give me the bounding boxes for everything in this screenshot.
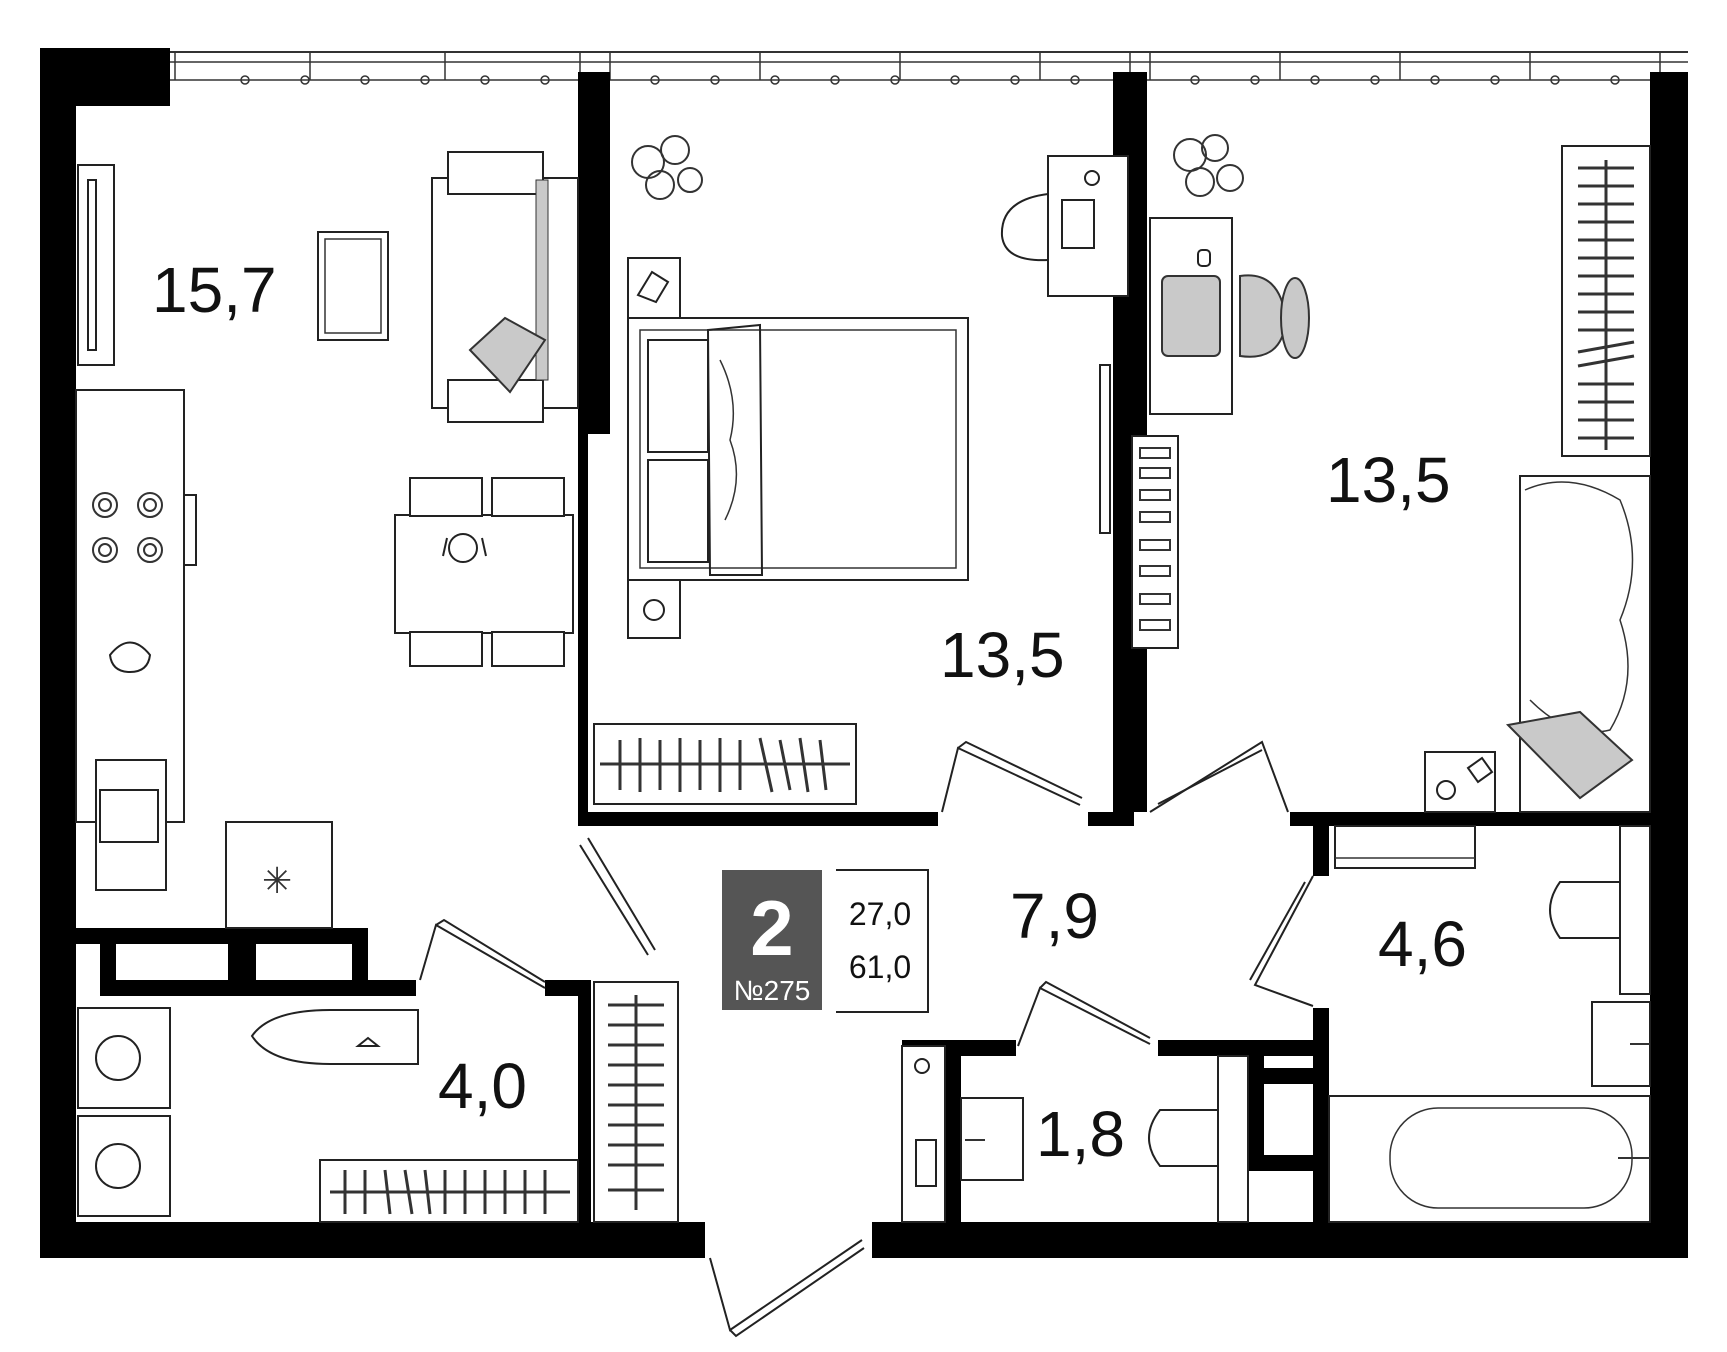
hob-icon	[92, 492, 163, 563]
apartment-badge: 2 №275 27,0 61,0	[722, 869, 929, 1013]
bedroom1-furniture	[593, 135, 1129, 805]
plant-icon	[1173, 134, 1244, 197]
apartment-number: №275	[734, 975, 811, 1006]
doors	[419, 740, 1314, 1338]
hallway-wardrobe	[593, 981, 679, 1223]
kitchen-living-furniture: ✳	[75, 151, 579, 929]
living-area: 27,0	[849, 896, 911, 932]
area-hallway: 7,9	[1010, 880, 1099, 952]
area-bedroom-2: 13,5	[1326, 444, 1451, 516]
total-area: 61,0	[849, 949, 911, 985]
laundry-furniture	[77, 1007, 579, 1223]
area-kitchen-living: 15,7	[152, 254, 277, 326]
area-bedroom-1: 13,5	[940, 619, 1065, 691]
area-wc: 1,8	[1036, 1098, 1125, 1170]
rooms-count: 2	[750, 884, 793, 972]
bath-fixtures	[901, 825, 1651, 1223]
area-bathroom: 4,6	[1378, 908, 1467, 980]
area-laundry: 4,0	[438, 1050, 527, 1122]
window-strip	[170, 51, 1688, 85]
room-labels: 15,7 13,5 13,5 7,9 4,6 4,0 1,8	[152, 254, 1467, 1170]
svg-text:✳: ✳	[262, 861, 292, 902]
walls	[40, 48, 1688, 1258]
bedroom2-furniture	[1131, 134, 1651, 813]
plant-icon	[631, 135, 703, 200]
